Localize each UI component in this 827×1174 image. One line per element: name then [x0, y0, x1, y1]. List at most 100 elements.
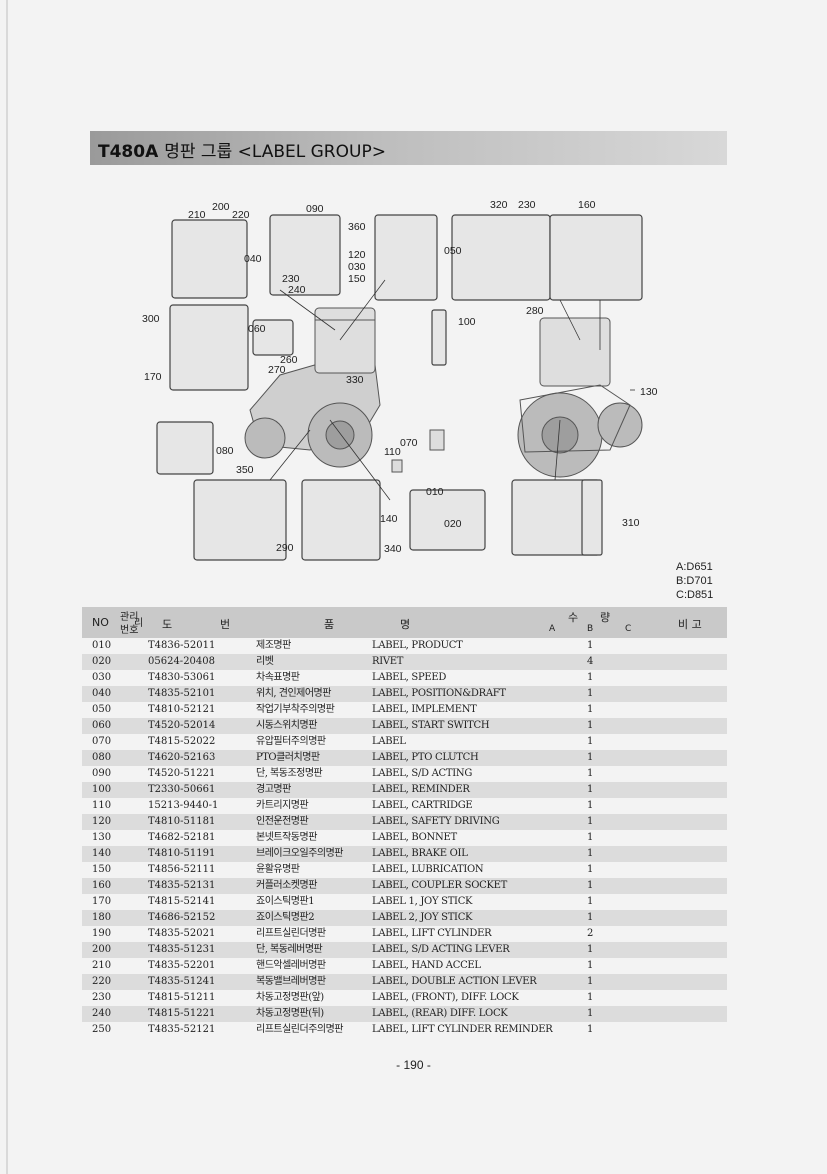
- table-cell: T4835-52201: [148, 960, 216, 971]
- callout: 170: [144, 371, 162, 383]
- callout: 090: [306, 203, 324, 215]
- variant-c: C:D851: [676, 589, 714, 601]
- table-cell: 1: [587, 960, 594, 971]
- table-cell: 1: [587, 816, 594, 827]
- table-cell: T4686-52152: [148, 912, 216, 923]
- callout-labels: 200 210 220 090 040 360 120 030 150 230 …: [142, 199, 658, 555]
- header-part-b: 명: [400, 618, 411, 631]
- callout: 230: [518, 199, 536, 211]
- table-cell: 080: [92, 752, 112, 763]
- table-cell: 150: [92, 864, 112, 875]
- table-cell: 1: [587, 912, 594, 923]
- inset-rear-panel: [451, 214, 551, 301]
- page-edge: [6, 0, 8, 1174]
- table-cell: LABEL, LIFT CYLINDER REMINDER: [372, 1024, 553, 1035]
- table-cell: 190: [92, 928, 112, 939]
- table-cell: 카트리지명판: [256, 800, 309, 811]
- table-cell: T4620-52163: [148, 752, 216, 763]
- table-cell: 복동밸브레버명판: [256, 976, 326, 987]
- table-cell: 020: [92, 656, 112, 667]
- table-cell: 1: [587, 1008, 594, 1019]
- table-cell: T4520-52014: [148, 720, 216, 731]
- callout: 010: [426, 486, 444, 498]
- header-mgmt-bottom: 번호: [120, 625, 139, 636]
- table-cell: 핸드악셀레버명판: [256, 960, 326, 971]
- callout: 160: [578, 199, 596, 211]
- table-cell: 브레이크오일주의명판: [256, 848, 344, 859]
- inset-engine-left: [193, 479, 287, 561]
- inset-front-badge: [156, 421, 214, 475]
- header-drawing-a: 도: [162, 618, 173, 631]
- callout: 330: [346, 374, 364, 386]
- table-cell: 차동고정명판(앞): [256, 992, 324, 1003]
- callout: 300: [142, 313, 160, 325]
- table-cell: T4815-51221: [148, 1008, 216, 1019]
- table-cell: 1: [587, 896, 594, 907]
- table-cell: 060: [92, 720, 112, 731]
- table-cell: 인전운전명판: [256, 816, 309, 827]
- table-cell: 1: [587, 768, 594, 779]
- table-cell: 1: [587, 832, 594, 843]
- table-cell: T4835-52021: [148, 928, 216, 939]
- inset-hand-controls: [171, 219, 248, 299]
- inset-coupler: [549, 214, 643, 301]
- header-qty-a: 수: [568, 611, 579, 624]
- table-cell: 070: [92, 736, 112, 747]
- table-cell: 030: [92, 672, 112, 683]
- table-cell: 1: [587, 688, 594, 699]
- header-col-b: B: [587, 624, 594, 634]
- tractor-illustration: 200 210 220 090 040 360 120 030 150 230 …: [142, 199, 658, 561]
- table-cell: T4835-52101: [148, 688, 216, 699]
- callout: 360: [348, 221, 366, 233]
- table-cell: 1: [587, 848, 594, 859]
- table-cell: LABEL, START SWITCH: [372, 720, 490, 731]
- table-cell: 220: [92, 976, 112, 987]
- filter-parts: [391, 429, 445, 473]
- variant-b: B:D701: [676, 575, 713, 587]
- table-cell: 240: [92, 1008, 112, 1019]
- callout: 080: [216, 445, 234, 457]
- table-cell: 210: [92, 960, 112, 971]
- callout: 140: [380, 513, 398, 525]
- table-cell: T4835-52131: [148, 880, 216, 891]
- table-cell: 230: [92, 992, 112, 1003]
- table-cell: T4856-52111: [148, 864, 216, 875]
- table-cell: LABEL 2, JOY STICK: [372, 912, 473, 923]
- callout: 060: [248, 323, 266, 335]
- callout: 030: [348, 261, 366, 273]
- table-cell: 4: [587, 656, 594, 667]
- table-cell: 단, 복동레버명판: [256, 944, 323, 955]
- header-col-c: C: [625, 624, 632, 634]
- table-cell: 차동고정명판(뒤): [256, 1008, 324, 1019]
- table-cell: LABEL, SAFETY DRIVING: [372, 816, 500, 827]
- table-cell: 단, 복동조정명판: [256, 768, 323, 779]
- table-cell: T4682-52181: [148, 832, 216, 843]
- table-cell: 리프트실린더주의명판: [256, 1024, 344, 1035]
- callout: 340: [384, 543, 402, 555]
- table-cell: LABEL, DOUBLE ACTION LEVER: [372, 976, 537, 987]
- table-cell: LABEL, S/D ACTING LEVER: [372, 944, 510, 955]
- table-cell: LABEL 1, JOY STICK: [372, 896, 473, 907]
- table-cell: 1: [587, 864, 594, 875]
- table-cell: LABEL, BRAKE OIL: [372, 848, 468, 859]
- inset-cab-roof: [269, 214, 341, 296]
- table-cell: 100: [92, 784, 112, 795]
- table-cell: 윤활유명판: [256, 864, 300, 875]
- callout: 350: [236, 464, 254, 476]
- table-cell: T4810-51191: [148, 848, 216, 859]
- table-cell: 유압필터주의명판: [256, 736, 326, 747]
- table-cell: 170: [92, 896, 112, 907]
